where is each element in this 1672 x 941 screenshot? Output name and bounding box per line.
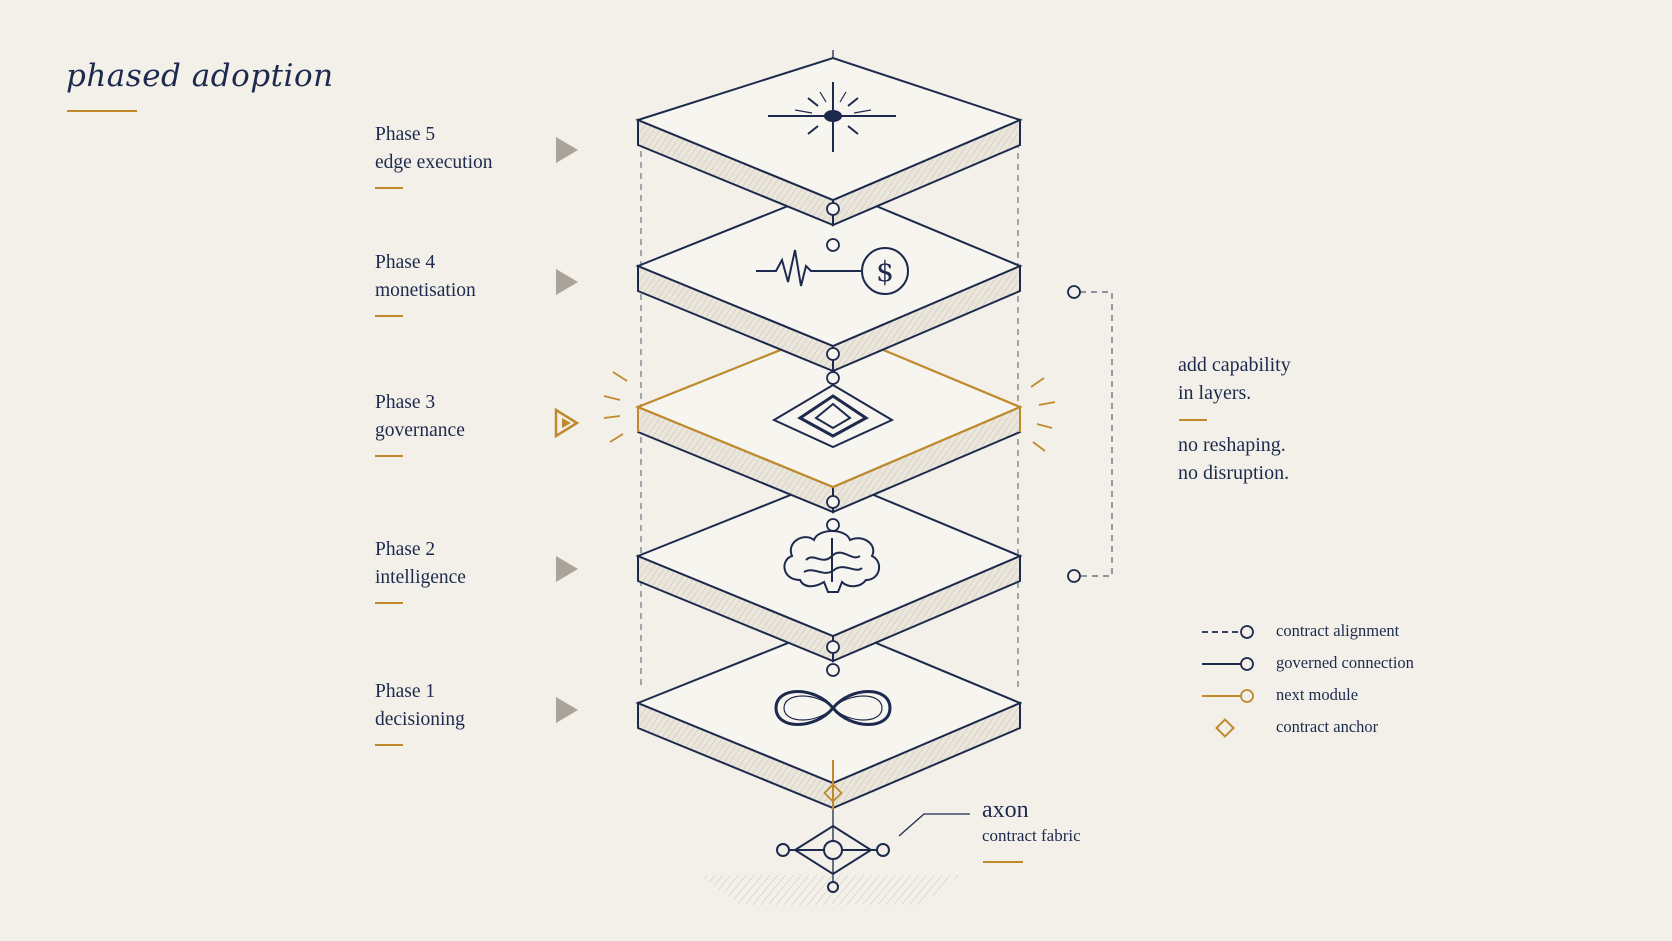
legend-contract-alignment-icon [1202, 625, 1254, 639]
infinity-icon [774, 690, 892, 726]
phase-1-underline [375, 744, 403, 746]
phase-3-label: Phase 3 governance [375, 389, 465, 457]
phase-4-number: Phase 4 [375, 252, 436, 273]
phase-4-label: Phase 4 monetisation [375, 249, 476, 317]
note-line-2: in layers. [1178, 382, 1252, 404]
phase-2-name: intelligence [375, 567, 466, 588]
legend-label-contract-alignment: contract alignment [1276, 621, 1400, 640]
legend-next-module-icon [1202, 689, 1254, 703]
phase-3-underline [375, 455, 403, 457]
layer-2-slab [635, 476, 1023, 663]
svg-text:$: $ [876, 255, 894, 288]
layer-5-slab [635, 56, 1023, 227]
phase-4-name: monetisation [375, 280, 476, 301]
phase-2-arrow-icon [556, 556, 578, 582]
phase-5-arrow-icon [556, 137, 578, 163]
axon-underline [983, 861, 1023, 863]
phase-4-arrow-icon [556, 269, 578, 295]
phase-1-arrow-icon [556, 697, 578, 723]
phase-5-label: Phase 5 edge execution [375, 121, 493, 189]
layer-4-slab [635, 186, 1023, 373]
phase-1-number: Phase 1 [375, 681, 436, 702]
highlight-rays-right [1030, 377, 1056, 452]
note-underline [1179, 419, 1207, 421]
phase-3-number: Phase 3 [375, 392, 436, 413]
axon-leader-line [898, 813, 970, 837]
phase-2-underline [375, 602, 403, 604]
axon-subtitle: contract fabric [982, 826, 1081, 845]
note-line-4: no disruption. [1178, 462, 1290, 484]
page-title: phased adoption [66, 58, 334, 94]
bracket-bottom-node [1067, 569, 1081, 583]
phase-1-label: Phase 1 decisioning [375, 678, 465, 746]
layers-bracket [1080, 291, 1113, 577]
phase-4-underline [375, 315, 403, 317]
diamond-layers-icon [771, 383, 895, 449]
phase-5-underline [375, 187, 403, 189]
phase-2-label: Phase 2 intelligence [375, 536, 466, 604]
contract-anchor-marker [823, 783, 843, 803]
highlight-rays-left [603, 371, 628, 443]
axon-base-icon [776, 824, 890, 893]
legend-label-contract-anchor: contract anchor [1276, 717, 1379, 736]
note-add-capability: add capability in layers. [1178, 351, 1291, 407]
layer-connectors [826, 202, 840, 677]
note-line-3: no reshaping. [1178, 434, 1286, 456]
phase-3-arrow-icon [554, 407, 580, 439]
phase-1-name: decisioning [375, 709, 465, 730]
phase-3-name: governance [375, 420, 465, 441]
phase-2-number: Phase 2 [375, 539, 436, 560]
compass-star-icon [768, 82, 896, 152]
legend-label-next-module: next module [1276, 685, 1359, 704]
legend-governed-connection-icon [1202, 657, 1254, 671]
note-line-1: add capability [1178, 354, 1291, 376]
phase-5-number: Phase 5 [375, 124, 436, 145]
title-underline [67, 110, 137, 112]
legend-contract-anchor-icon [1215, 718, 1235, 738]
legend-label-governed-connection: governed connection [1276, 653, 1414, 672]
phase-5-name: edge execution [375, 152, 493, 173]
brain-icon [783, 530, 881, 593]
bracket-top-node [1067, 285, 1081, 299]
axon-title: axon [982, 797, 1029, 823]
note-no-disruption: no reshaping. no disruption. [1178, 431, 1289, 487]
heartbeat-dollar-icon: $ [756, 247, 909, 295]
